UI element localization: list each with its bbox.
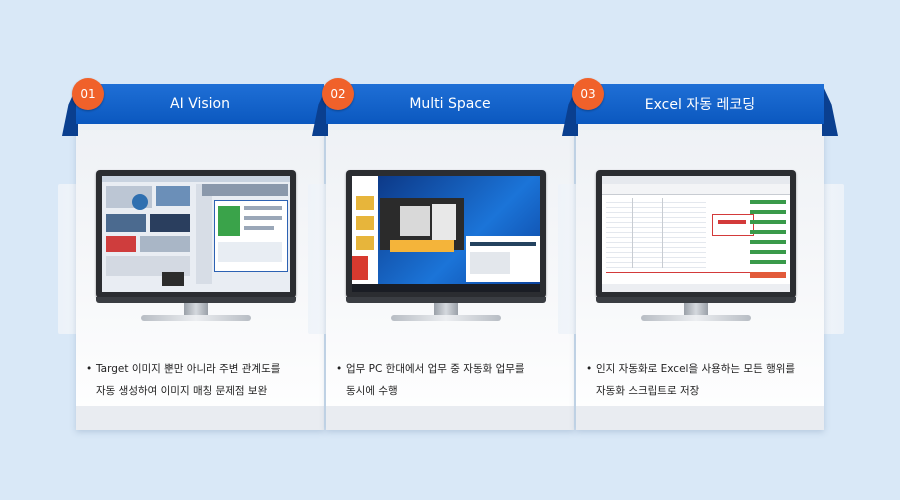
- card-footer: [576, 406, 824, 430]
- monitor-bezel: [596, 170, 796, 298]
- card-title: AI Vision: [170, 96, 230, 112]
- card-footer: [76, 406, 324, 430]
- monitor-neck: [684, 303, 708, 315]
- monitor: [596, 170, 796, 321]
- monitor-chin: [346, 297, 546, 303]
- screen-multi-space: [352, 176, 540, 292]
- monitor-neck: [434, 303, 458, 315]
- description-line-1: Target 이미지 뿐만 아니라 주변 관계도를: [96, 363, 281, 375]
- monitor: [346, 170, 546, 321]
- bullet-icon: •: [586, 363, 593, 375]
- card-footer: [326, 406, 574, 430]
- number-badge: 03: [572, 78, 604, 110]
- monitor-chin: [96, 297, 296, 303]
- description-line-1: 인지 자동화로 Excel을 사용하는 모든 행위를: [596, 363, 796, 375]
- ribbon-fold-right: [822, 84, 838, 136]
- monitor: [96, 170, 296, 321]
- screen-excel: [602, 176, 790, 292]
- description-line-2: 동시에 수행: [346, 385, 398, 397]
- card-excel-recording: Excel 자동 레코딩 03: [558, 78, 844, 430]
- monitor-stand: [641, 315, 751, 321]
- card-header: AI Vision: [76, 84, 324, 124]
- description-line-2: 자동 생성하여 이미지 매칭 문제점 보완: [96, 385, 268, 397]
- card-description: • Target 이미지 뿐만 아니라 주변 관계도를 자동 생성하여 이미지 …: [84, 358, 316, 402]
- description-line-2: 자동화 스크립트로 저장: [596, 385, 700, 397]
- monitor-bezel: [346, 170, 546, 298]
- monitor-neck: [184, 303, 208, 315]
- number-badge: 02: [322, 78, 354, 110]
- card-header: Excel 자동 레코딩: [576, 84, 824, 124]
- card-description: • 업무 PC 한대에서 업무 중 자동화 업무를 동시에 수행: [334, 358, 566, 402]
- monitor-stand: [141, 315, 251, 321]
- screen-ai-vision: [102, 176, 290, 292]
- bullet-icon: •: [86, 363, 93, 375]
- card-title: Excel 자동 레코딩: [644, 97, 756, 113]
- card-header: Multi Space: [326, 84, 574, 124]
- card-title: Multi Space: [409, 96, 491, 112]
- monitor-bezel: [96, 170, 296, 298]
- card-multi-space: Multi Space 02 • 업무 PC: [308, 78, 594, 430]
- card-ai-vision: AI Vision 01: [58, 78, 344, 430]
- monitor-chin: [596, 297, 796, 303]
- bullet-icon: •: [336, 363, 343, 375]
- monitor-stand: [391, 315, 501, 321]
- description-line-1: 업무 PC 한대에서 업무 중 자동화 업무를: [346, 363, 525, 375]
- card-description: • 인지 자동화로 Excel을 사용하는 모든 행위를 자동화 스크립트로 저…: [584, 358, 816, 402]
- number-badge: 01: [72, 78, 104, 110]
